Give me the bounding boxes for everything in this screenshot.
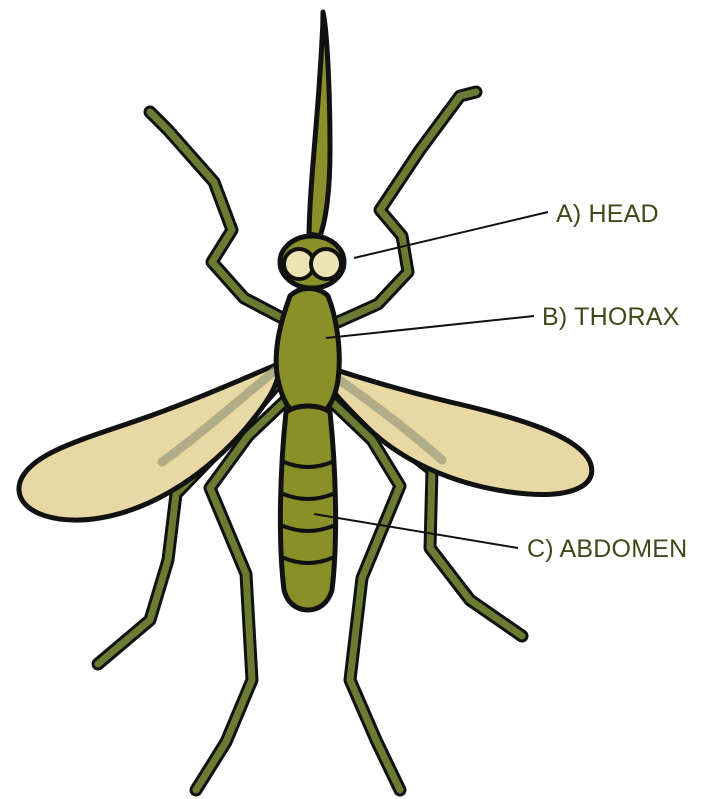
front-right-leg bbox=[338, 92, 476, 322]
abdomen bbox=[280, 406, 335, 610]
hind-right-leg bbox=[330, 400, 400, 790]
head-label: A) HEAD bbox=[556, 200, 659, 228]
abdomen-leader-line bbox=[314, 514, 518, 548]
proboscis bbox=[309, 12, 330, 236]
thorax-label: B) THORAX bbox=[542, 303, 680, 331]
mosquito-illustration bbox=[19, 12, 592, 790]
thorax bbox=[276, 289, 339, 421]
head bbox=[280, 236, 344, 288]
abdomen-label: C) ABDOMEN bbox=[527, 535, 687, 563]
labels: A) HEAD B) THORAX C) ABDOMEN bbox=[527, 200, 687, 563]
front-left-leg bbox=[150, 112, 282, 318]
right-eye bbox=[311, 249, 341, 279]
